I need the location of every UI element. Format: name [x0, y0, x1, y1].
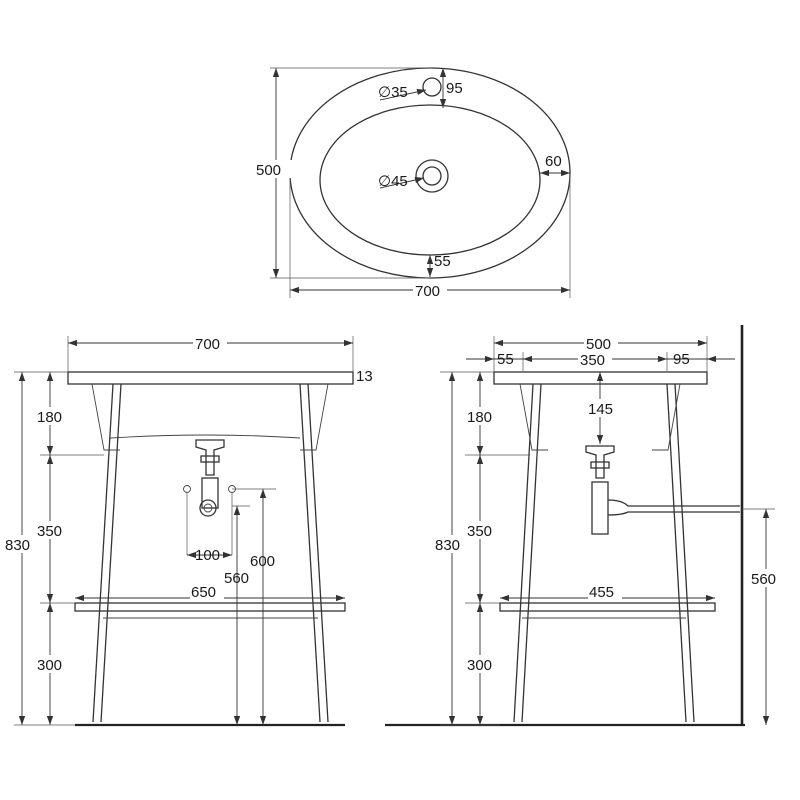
waste-diameter-label: ∅45 — [378, 173, 408, 190]
front-upper-height-label: 180 — [37, 409, 62, 426]
side-worktop — [493, 371, 708, 385]
front-middle-height-label: 350 — [37, 523, 62, 540]
bowl-outline — [319, 104, 541, 256]
front-shelf — [74, 602, 346, 612]
waste-outlet-outer — [415, 159, 449, 193]
front-worktop — [67, 371, 354, 385]
side-front-rim-label: 55 — [497, 351, 514, 368]
side-shelf-width-label: 455 — [589, 584, 614, 601]
side-shelf — [499, 602, 716, 612]
side-rim-label: 60 — [545, 153, 562, 170]
side-upper-height-label: 180 — [467, 409, 492, 426]
side-depth-label: 500 — [586, 336, 611, 353]
side-total-height-label: 830 — [435, 537, 460, 554]
front-width-label: 700 — [195, 336, 220, 353]
front-view: 700 13 830 180 350 300 100 560 600 650 — [4, 334, 373, 727]
waste-outlet-inner — [422, 166, 442, 186]
front-pipe-spacing-label: 100 — [195, 547, 220, 564]
side-bowl-depth-label: 350 — [580, 352, 605, 369]
front-lower-height-label: 300 — [37, 657, 62, 674]
side-outlet-height-label: 560 — [751, 571, 776, 588]
top-depth-label: 500 — [256, 162, 281, 179]
side-middle-height-label: 350 — [467, 523, 492, 540]
front-shelf-width-label: 650 — [191, 584, 216, 601]
top-view: 500 700 95 ∅35 ∅45 60 55 — [255, 67, 571, 300]
basin-outline — [289, 67, 571, 279]
front-pipe-height-1-label: 600 — [250, 553, 275, 570]
side-view: 500 55 350 95 145 830 180 350 300 455 — [385, 325, 785, 727]
front-total-height-label: 830 — [5, 537, 30, 554]
tap-hole — [422, 77, 442, 97]
front-rim-label: 55 — [434, 253, 451, 270]
tap-offset-label: 95 — [446, 80, 463, 97]
tap-hole-diameter-label: ∅35 — [378, 84, 408, 101]
front-pipe-height-2-label: 560 — [224, 570, 249, 587]
side-lower-height-label: 300 — [467, 657, 492, 674]
side-back-rim-label: 95 — [673, 351, 690, 368]
side-bowl-drop-label: 145 — [588, 401, 613, 418]
top-width-label: 700 — [415, 283, 440, 300]
front-top-thickness-label: 13 — [356, 368, 373, 385]
